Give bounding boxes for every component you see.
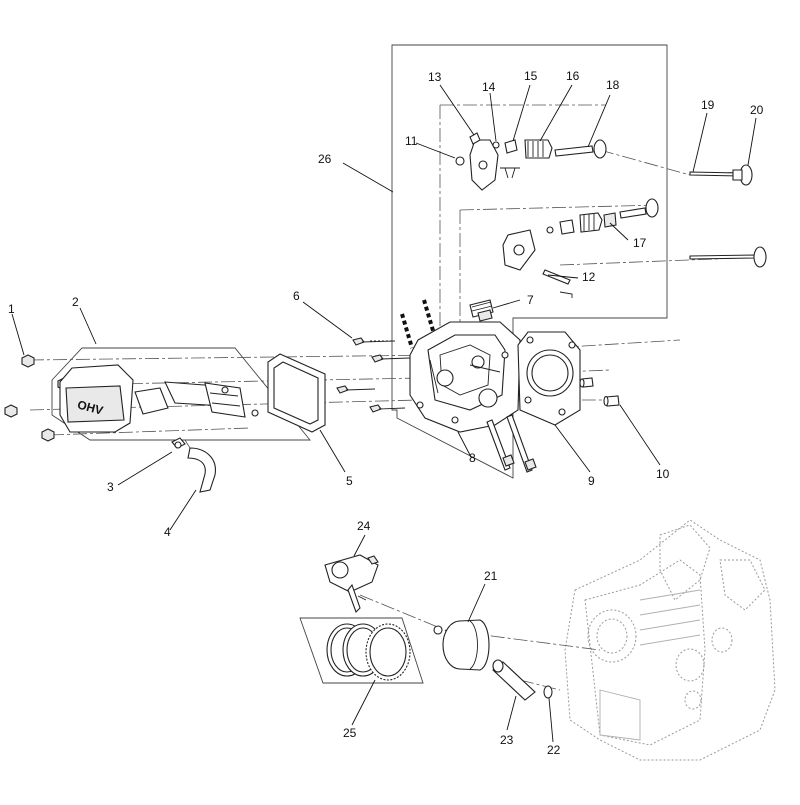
cover-bolt	[4, 354, 71, 442]
exhaust-valve	[689, 164, 753, 186]
callout-5: 5	[346, 474, 353, 488]
callout-4: 4	[164, 525, 171, 539]
ohv-emboss: OHV	[76, 398, 105, 418]
head-gasket	[517, 331, 581, 426]
callout-12: 12	[582, 270, 596, 284]
alignment-lines	[29, 149, 741, 691]
piston	[433, 619, 490, 671]
connecting-rod	[324, 554, 379, 613]
dowel-pin	[579, 377, 620, 407]
callout-leaders	[11, 84, 757, 743]
callout-24: 24	[357, 519, 371, 533]
intake-valve	[689, 246, 767, 268]
callout-19: 19	[701, 98, 715, 112]
callout-2: 2	[72, 295, 79, 309]
cylinder-head	[409, 321, 537, 473]
callout-10: 10	[656, 467, 670, 481]
rocker-arm-upper	[455, 132, 607, 191]
spark-plug	[469, 299, 494, 322]
callout-25: 25	[343, 726, 357, 740]
callout-6: 6	[293, 289, 300, 303]
callout-22: 22	[547, 743, 561, 757]
callout-7: 7	[527, 293, 534, 307]
valve-cover: OHV	[59, 364, 259, 433]
callout-20: 20	[750, 103, 764, 117]
breather-tube	[171, 437, 216, 493]
callout-labels: 1 2 3 4 5 6 7 8 9 10 11 12 13 14 15 16 1…	[8, 69, 764, 757]
callout-23: 23	[500, 733, 514, 747]
callout-16: 16	[566, 69, 580, 83]
crankcase-block	[564, 519, 776, 761]
callout-18: 18	[606, 78, 620, 92]
callout-1: 1	[8, 302, 15, 316]
callout-13: 13	[428, 70, 442, 84]
callout-8: 8	[469, 451, 476, 465]
callout-14: 14	[482, 80, 496, 94]
rocker-arm-lower	[502, 198, 659, 298]
callout-9: 9	[588, 474, 595, 488]
callout-11: 11	[405, 134, 418, 148]
piston-pin-clip	[543, 685, 553, 699]
piston-ring-set	[299, 617, 424, 684]
valve-cover-frame	[51, 347, 311, 441]
callout-26: 26	[318, 152, 332, 166]
cylinder-head-group-frame	[391, 44, 668, 479]
piston-pin	[492, 659, 536, 701]
callout-3: 3	[107, 480, 114, 494]
stud-marker	[400, 299, 436, 349]
callout-15: 15	[524, 69, 538, 83]
cover-gasket	[267, 353, 326, 433]
rocker-subframe	[439, 104, 661, 340]
head-bolt	[336, 337, 411, 413]
callout-17: 17	[633, 236, 647, 250]
callout-21: 21	[484, 569, 498, 583]
